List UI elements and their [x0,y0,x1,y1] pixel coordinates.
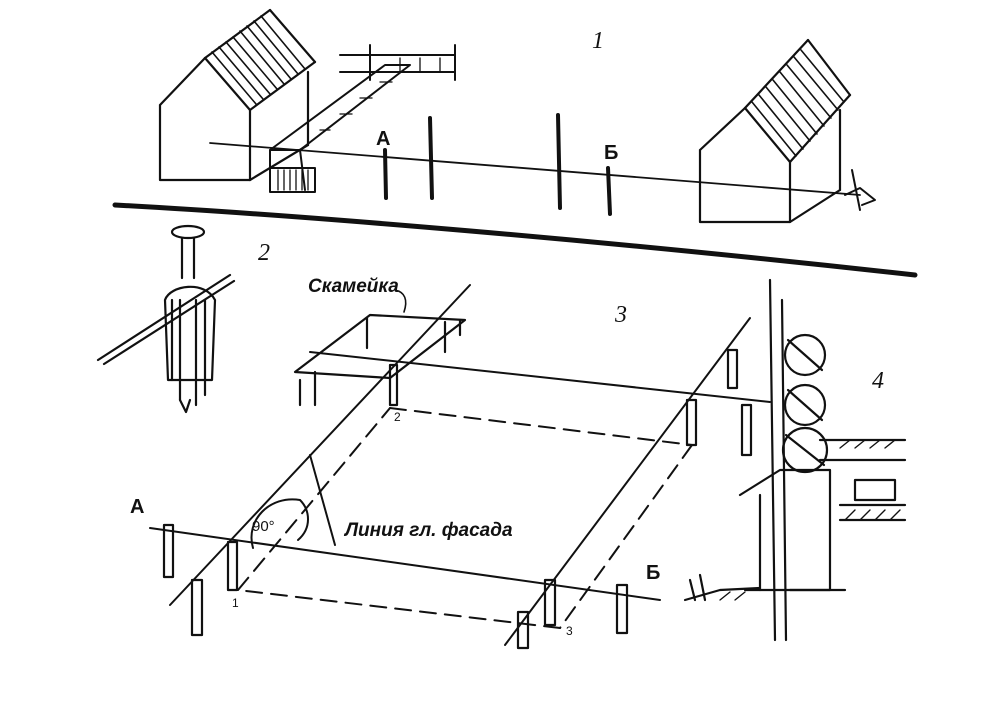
front-facade-line [149,527,661,601]
corner-3-label: 3 [566,624,573,638]
top-posts [383,113,612,216]
right-house [698,38,852,224]
figure-1-number: 1 [592,28,604,54]
facade-line-label: Линия гл. фасада [345,520,513,541]
corner-1-label: 1 [232,596,239,610]
top-point-a-label: А [376,128,391,150]
right-angle-arc [250,498,309,549]
left-diagonal [169,284,471,606]
figure-4-section [683,278,907,642]
right-house-roof-hatching [751,49,845,157]
plan-stakes [162,348,753,650]
bench [293,313,467,407]
figure-2-number: 2 [258,240,270,266]
corner-2-label: 2 [394,410,401,424]
figure-3-number: 3 [615,302,627,328]
bench-label: Скамейка [308,276,399,297]
plan-point-b-label: Б [646,562,661,584]
post-b [606,166,612,216]
peg-mark [844,169,876,211]
right-angle-label: 90° [252,518,275,535]
figure-2-plumb [96,224,236,414]
fence-block-hatching [277,57,441,191]
figure-1-street-view [112,8,918,278]
top-point-b-label: Б [604,142,619,164]
post-a [383,148,388,200]
post-2 [428,116,434,200]
building-footprint-dashed [237,407,693,629]
section-hatching [719,439,901,601]
figure-3-plan-layout [149,284,771,650]
left-house-roof-hatching [211,15,306,105]
top-facade-line [209,142,861,196]
plan-construction-lines [149,284,771,646]
plan-point-a-label: А [130,496,145,518]
angle-offset-line [309,454,336,546]
street-edge-line [112,202,918,278]
post-3 [556,113,562,210]
bench-label-pointer [394,289,407,313]
fence-block [269,44,456,193]
left-house [158,8,317,182]
figure-4-number: 4 [872,368,884,394]
